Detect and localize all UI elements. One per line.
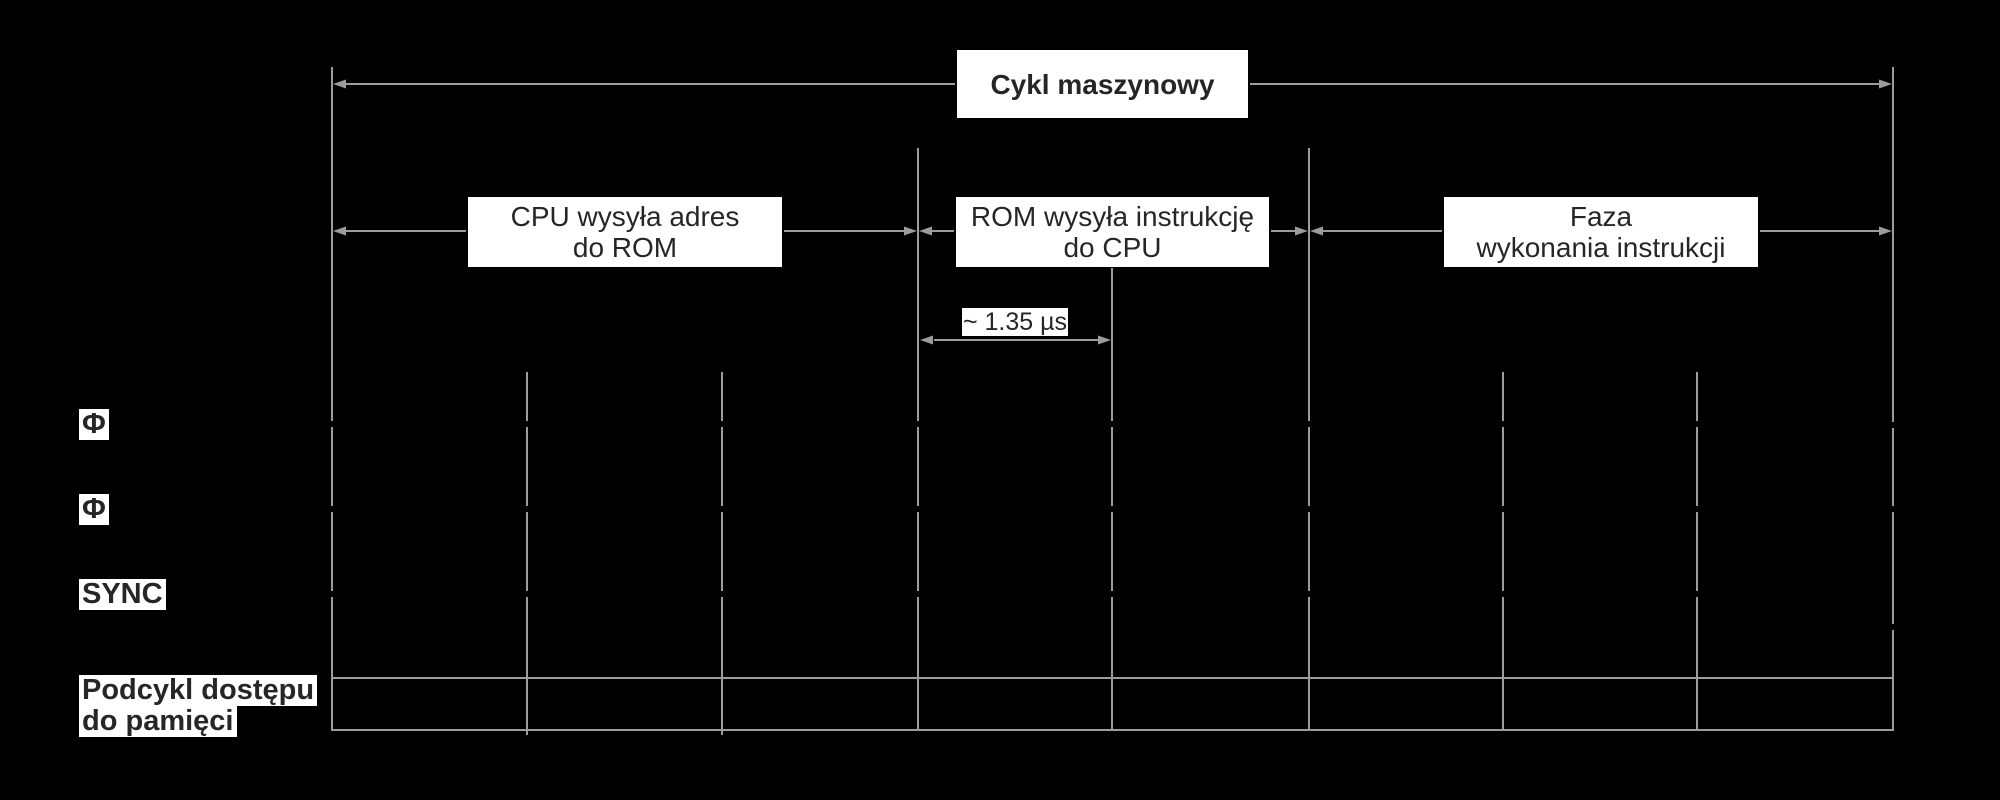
phi1-label: Φ (79, 409, 109, 440)
memory-subcycle-label-line2: do pamięci (79, 706, 237, 737)
phase2-label-line2: do CPU (1063, 232, 1162, 263)
signal-label-sync: SYNC (79, 579, 166, 610)
phase1-box: CPU wysyła adres do ROM (468, 197, 782, 267)
arrowhead-left-icon (333, 226, 346, 236)
sync-label: SYNC (79, 579, 166, 610)
arrowhead-right-icon (904, 226, 917, 236)
arrowhead-right-icon (1098, 335, 1111, 345)
phase3-label-line1: Faza (1569, 201, 1633, 232)
arrowhead-left-icon (920, 335, 933, 345)
arrowhead-right-icon (1295, 226, 1308, 236)
duration-label: ~ 1.35 µs (962, 308, 1068, 336)
arrowhead-left-icon (1310, 226, 1323, 236)
arrowhead-left-icon (333, 79, 346, 89)
duration-box: ~ 1.35 µs (962, 308, 1068, 336)
arrowhead-right-icon (1879, 79, 1892, 89)
phase3-label-line2: wykonania instrukcji (1476, 232, 1726, 263)
phase2-label-line1: ROM wysyła instrukcję (970, 201, 1255, 232)
memory-subcycle-label-line1: Podcykl dostępu (79, 675, 318, 706)
machine-cycle-box: Cykl maszynowy (957, 50, 1248, 118)
phi2-label: Φ (79, 494, 109, 525)
signal-label-phi1: Φ (79, 409, 109, 440)
phase2-box: ROM wysyła instrukcję do CPU (956, 197, 1269, 267)
signal-label-phi2: Φ (79, 494, 109, 525)
phase3-box: Faza wykonania instrukcji (1444, 197, 1758, 267)
machine-cycle-label: Cykl maszynowy (990, 68, 1215, 100)
signal-label-memory-subcycle: Podcykl dostępu do pamięci (79, 675, 318, 737)
arrowhead-right-icon (1879, 226, 1892, 236)
arrowhead-left-icon (919, 226, 932, 236)
phase1-label-line2: do ROM (572, 232, 678, 263)
phase1-label-line1: CPU wysyła adres (510, 201, 740, 232)
